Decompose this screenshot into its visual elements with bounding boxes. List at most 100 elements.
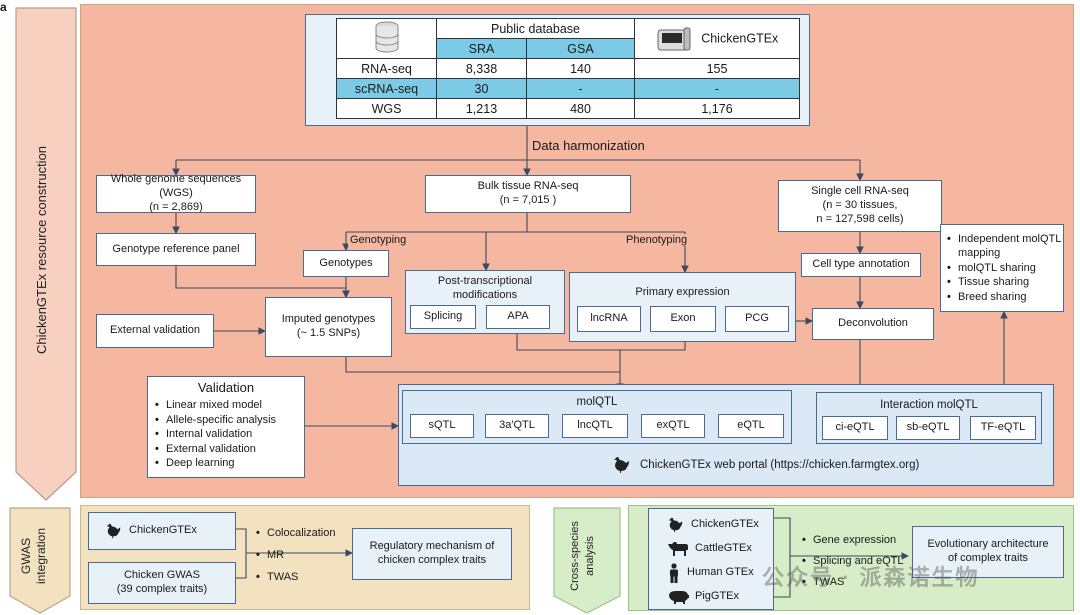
- species-label: ChickenGTEx: [691, 518, 759, 531]
- species-box: ChickenGTEx CattleGTEx Human GTEx PigGTE…: [648, 508, 774, 610]
- cell-sra: 30: [436, 78, 527, 99]
- sra-header: SRA: [436, 38, 527, 59]
- bulk-count: (n = 7,015 ): [499, 194, 557, 206]
- cross-method-text: TWAS: [813, 576, 845, 588]
- species-item: ChickenGTEx: [667, 513, 759, 537]
- cross-method-item: TWAS: [802, 572, 904, 593]
- database-icon: [375, 21, 398, 53]
- gsa-header: GSA: [526, 38, 635, 59]
- cell-gtex: 1,176: [634, 98, 800, 119]
- panel-letter: a: [0, 0, 7, 14]
- chicken-gwas-box: Chicken GWAS (39 complex traits): [88, 562, 236, 604]
- sequencer-icon: [657, 27, 691, 50]
- apa-box: APA: [486, 305, 550, 329]
- validation-list: Linear mixed model Allele-specific analy…: [148, 398, 276, 471]
- cross-result-box: Evolutionary architecture of complex tra…: [912, 526, 1064, 578]
- chickengtex-header: ChickenGTEx: [701, 30, 779, 45]
- validation-text: Internal validation: [166, 428, 253, 441]
- post-trans-title1: Post-transcriptional: [437, 275, 533, 287]
- 3aqtl-box: 3a′QTL: [485, 414, 549, 438]
- validation-text: Deep learning: [166, 457, 235, 470]
- sharing-item: Independent molQTL mapping: [947, 232, 1063, 261]
- cross-method-item: Splicing and eQTL: [802, 551, 904, 572]
- gwas-title: Chicken GWAS: [123, 569, 200, 582]
- gwas-side-arrow: [9, 507, 71, 614]
- validation-item: Internal validation: [155, 427, 276, 442]
- table-row: RNA-seq 8,338 140 155: [336, 58, 800, 79]
- primary-title: Primary expression: [635, 286, 730, 298]
- row-label: RNA-seq: [336, 58, 437, 79]
- genotyping-label: Genotyping: [348, 234, 409, 246]
- species-label: PigGTEx: [695, 590, 740, 603]
- validation-box: Validation Linear mixed model Allele-spe…: [147, 376, 305, 478]
- validation-title: Validation: [197, 380, 255, 395]
- sqtl-box: sQTL: [410, 414, 474, 438]
- sharing-item: molQTL sharing: [947, 261, 1063, 276]
- row-label: scRNA-seq: [336, 78, 437, 99]
- species-label: CattleGTEx: [695, 542, 752, 555]
- database-table: Public database ChickenGTEx SRA GSA RNA-…: [336, 18, 800, 119]
- eqtl-box: eQTL: [718, 414, 784, 438]
- sharing-item: Breed sharing: [947, 290, 1063, 305]
- wgs-count: (n = 2,869): [149, 200, 203, 213]
- exqtl-box: exQTL: [641, 414, 705, 438]
- cow-icon: [668, 542, 688, 556]
- gwas-result-line2: chicken complex traits: [377, 554, 487, 566]
- gwas-method-item: TWAS: [256, 566, 335, 588]
- gwas-method-text: MR: [267, 549, 285, 561]
- tf-eqtl-box: TF-eQTL: [970, 416, 1036, 440]
- human-icon: [670, 563, 678, 583]
- resource-side-arrow: [15, 7, 77, 501]
- gwas-method-text: TWAS: [267, 571, 299, 583]
- exon-box: Exon: [650, 306, 716, 332]
- phenotyping-label: Phenotyping: [624, 234, 690, 246]
- single-tissues: (n = 30 tissues,: [822, 199, 898, 212]
- imputed-count: (~ 1.5 SNPs): [296, 327, 361, 339]
- validation-text: Linear mixed model: [166, 399, 262, 412]
- cell-gsa: -: [526, 78, 635, 99]
- validation-text: Allele-specific analysis: [166, 413, 277, 426]
- validation-item: Deep learning: [155, 456, 276, 471]
- public-db-header: Public database: [436, 18, 635, 39]
- ci-eqtl-box: ci-eQTL: [822, 416, 888, 440]
- portal-text: ChickenGTEx web portal (https://chicken.…: [640, 459, 920, 471]
- cell-sra: 1,213: [436, 98, 527, 119]
- cell-gtex: 155: [634, 58, 800, 79]
- chicken-icon: [668, 517, 683, 533]
- interaction-title: Interaction molQTL: [880, 399, 978, 411]
- single-title: Single cell RNA-seq: [811, 185, 909, 198]
- cross-result-line2: of complex traits: [947, 552, 1029, 564]
- database-icon-cell: [336, 18, 437, 59]
- sharing-item: Tissue sharing: [947, 275, 1063, 290]
- sharing-box: Independent molQTL mapping molQTL sharin…: [940, 224, 1064, 312]
- species-label: Human GTEx: [687, 566, 754, 579]
- gwas-method-item: MR: [256, 544, 335, 566]
- bulk-title: Bulk tissue RNA-seq: [477, 180, 579, 193]
- chickengtex-header-cell: ChickenGTEx: [634, 18, 800, 59]
- species-item: PigGTEx: [667, 585, 739, 609]
- lncqtl-box: lncQTL: [562, 414, 628, 438]
- gwas-method-text: Colocalization: [267, 527, 336, 539]
- deconvolution-box: Deconvolution: [812, 308, 934, 340]
- chicken-icon: [614, 457, 629, 473]
- post-trans-title2: modifications: [452, 288, 518, 301]
- watermark: 公众号 · 派森诺生物: [762, 560, 980, 592]
- splicing-box: Splicing: [410, 305, 476, 329]
- sharing-text: Tissue sharing: [958, 276, 1030, 289]
- lncrna-box: lncRNA: [577, 306, 641, 332]
- sharing-text: Breed sharing: [958, 290, 1027, 303]
- cell-gtex: -: [634, 78, 800, 99]
- sharing-list: Independent molQTL mapping molQTL sharin…: [947, 232, 1063, 305]
- molqtl-title: molQTL: [576, 396, 618, 408]
- table-row: WGS 1,213 480 1,176: [336, 98, 800, 119]
- single-cells: n = 127,598 cells): [816, 212, 904, 225]
- imputed-box: Imputed genotypes (~ 1.5 SNPs): [265, 297, 392, 357]
- sharing-text: Independent molQTL mapping: [958, 232, 1061, 260]
- table-row: scRNA-seq 30 - -: [336, 78, 800, 99]
- cross-result-line1: Evolutionary architecture: [927, 538, 1049, 551]
- bulk-box: Bulk tissue RNA-seq (n = 7,015 ): [425, 175, 631, 213]
- chicken-icon: [106, 523, 121, 539]
- gwas-chickengtex-label: ChickenGTEx: [129, 524, 197, 537]
- cell-type-box: Cell type annotation: [801, 253, 921, 277]
- cross-method-text: Gene expression: [813, 534, 897, 546]
